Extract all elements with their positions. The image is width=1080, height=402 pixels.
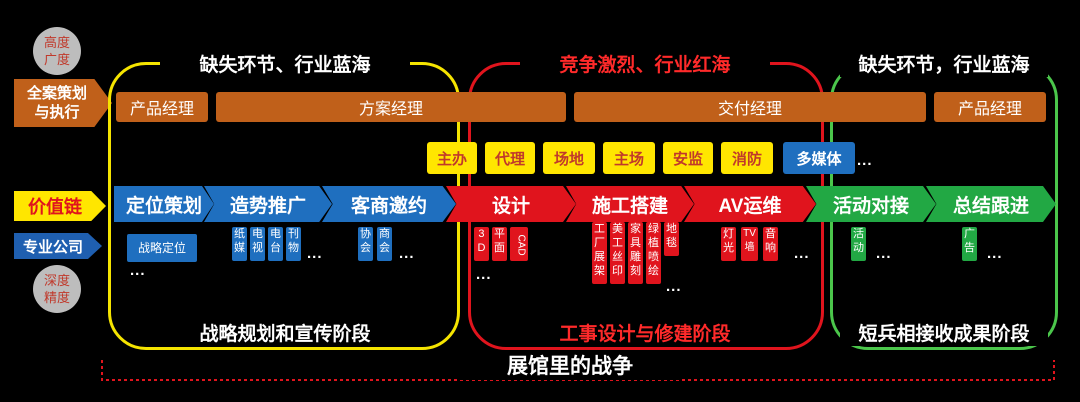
service-safety: 安监	[663, 142, 713, 174]
more-build: ...	[666, 278, 682, 295]
company-lighting: 灯 光	[721, 227, 736, 261]
company-cad: CAD	[510, 227, 528, 261]
more-promotion: ...	[307, 245, 323, 262]
company-magazine: 刊 物	[286, 227, 301, 261]
company-newspaper: 纸 媒	[232, 227, 247, 261]
chain-av: AV运维	[684, 186, 816, 222]
more-invite: ...	[399, 245, 415, 262]
company-chamber: 商 会	[377, 227, 392, 261]
company-positioning: 战略定位	[127, 234, 197, 262]
company-art-print: 美 工 丝 印	[610, 222, 625, 284]
company-activity: 活 动	[851, 227, 866, 261]
role-product-manager-left: 产品经理	[116, 92, 208, 122]
company-advertising: 广 告	[962, 227, 977, 261]
company-tv: 电 视	[250, 227, 265, 261]
service-more: ...	[857, 152, 873, 169]
service-multimedia: 多媒体	[783, 142, 855, 174]
role-solution-manager: 方案经理	[216, 92, 566, 122]
role-product-manager-right: 产品经理	[934, 92, 1046, 122]
service-home-court: 主场	[603, 142, 655, 174]
service-fire: 消防	[721, 142, 773, 174]
value-chain-label: 价值链	[14, 191, 106, 221]
zone-title-middle: 竞争激烈、行业红海	[520, 50, 770, 77]
company-radio: 电 台	[268, 227, 283, 261]
companies-label: 专业公司	[14, 233, 102, 259]
stage-middle: 工事设计与修建阶段	[520, 319, 770, 346]
chain-build: 施工搭建	[566, 186, 694, 222]
more-summary: ...	[987, 245, 1003, 262]
breadth-circle: 高度 广度	[33, 27, 81, 75]
company-audio: 音 响	[763, 227, 778, 261]
company-plant-print: 绿 植 喷 绘	[646, 222, 661, 284]
more-positioning: ...	[130, 262, 146, 279]
service-venue: 场地	[543, 142, 595, 174]
zone-title-left: 缺失环节、行业蓝海	[160, 50, 410, 77]
service-organizer: 主办	[427, 142, 477, 174]
service-agency: 代理	[485, 142, 535, 174]
company-3d: 3 D	[474, 227, 489, 261]
stage-left: 战略规划和宣传阶段	[160, 319, 410, 346]
bottom-title: 展馆里的战争	[460, 350, 680, 380]
chain-invite: 客商邀约	[322, 186, 456, 222]
stage-right: 短兵相接收成果阶段	[840, 319, 1048, 346]
company-carpet: 地 毯	[664, 222, 679, 256]
zone-title-right: 缺失环节，行业蓝海	[840, 50, 1048, 77]
company-furniture-carving: 家 具 雕 刻	[628, 222, 643, 284]
more-design: ...	[476, 266, 492, 283]
role-delivery-manager: 交付经理	[574, 92, 926, 122]
company-factory-stand: 工 厂 展 架	[592, 222, 607, 284]
chain-event: 活动对接	[806, 186, 936, 222]
chain-promotion: 造势推广	[204, 186, 332, 222]
full-plan-arrow: 全案策划 与执行	[14, 79, 112, 127]
company-association: 协 会	[358, 227, 373, 261]
company-tv-wall: TV 墙	[741, 227, 758, 261]
more-event: ...	[876, 245, 892, 262]
chain-summary: 总结跟进	[926, 186, 1056, 222]
more-av: ...	[794, 245, 810, 262]
chain-positioning: 定位策划	[114, 186, 214, 222]
depth-circle: 深度 精度	[33, 265, 81, 313]
company-graphic: 平 面	[492, 227, 507, 261]
chain-design: 设计	[446, 186, 576, 222]
